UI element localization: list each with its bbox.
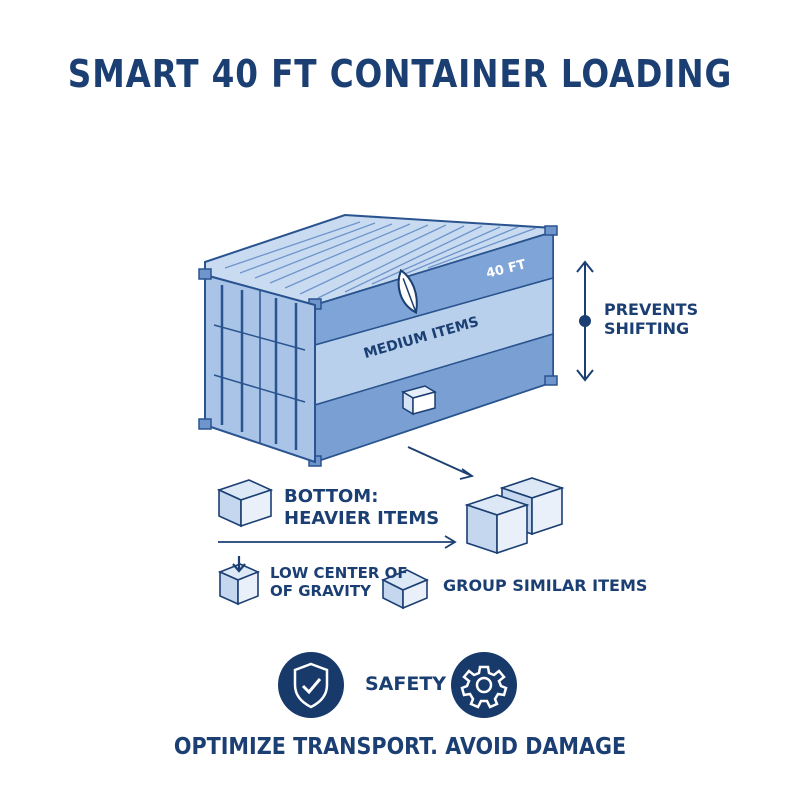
prevents-shifting-label: PREVENTS SHIFTING: [604, 300, 698, 338]
low-center-line1: LOW CENTER OF: [270, 564, 408, 582]
prevents-line2: SHIFTING: [604, 319, 690, 339]
page-title: SMART 40 FT CONTAINER LOADING: [67, 52, 733, 96]
gear-icon: [451, 652, 517, 718]
arrow-horizontal: [218, 535, 457, 549]
box-icon: [401, 385, 437, 416]
shield-check-icon: [278, 652, 344, 718]
footer-tagline: OPTIMIZE TRANSPORT. AVOID DAMAGE: [173, 734, 627, 760]
container-door-end: [198, 268, 316, 464]
bottom-line2: HEAVIER ITEMS: [284, 507, 440, 529]
box-icon: [381, 569, 429, 610]
prevents-line1: PREVENTS: [604, 300, 699, 319]
group-similar-label: GROUP SIMILAR ITEMS: [443, 576, 648, 595]
low-center-line2: OF GRAVITY: [270, 582, 371, 600]
safety-label: SAFETY: [365, 673, 447, 695]
bottom-heavier-label: BOTTOM: HEAVIER ITEMS: [284, 486, 439, 529]
low-center-label: LOW CENTER OF OF GRAVITY: [270, 564, 408, 600]
arrow-to-group: [407, 446, 475, 480]
bottom-line1: BOTTOM:: [284, 486, 379, 507]
double-arrow-vertical-icon: [576, 260, 594, 382]
box-group-icon: [464, 477, 565, 555]
arrow-down-icon: [217, 556, 261, 606]
box-icon: [216, 479, 274, 528]
feather-icon: [397, 268, 418, 315]
